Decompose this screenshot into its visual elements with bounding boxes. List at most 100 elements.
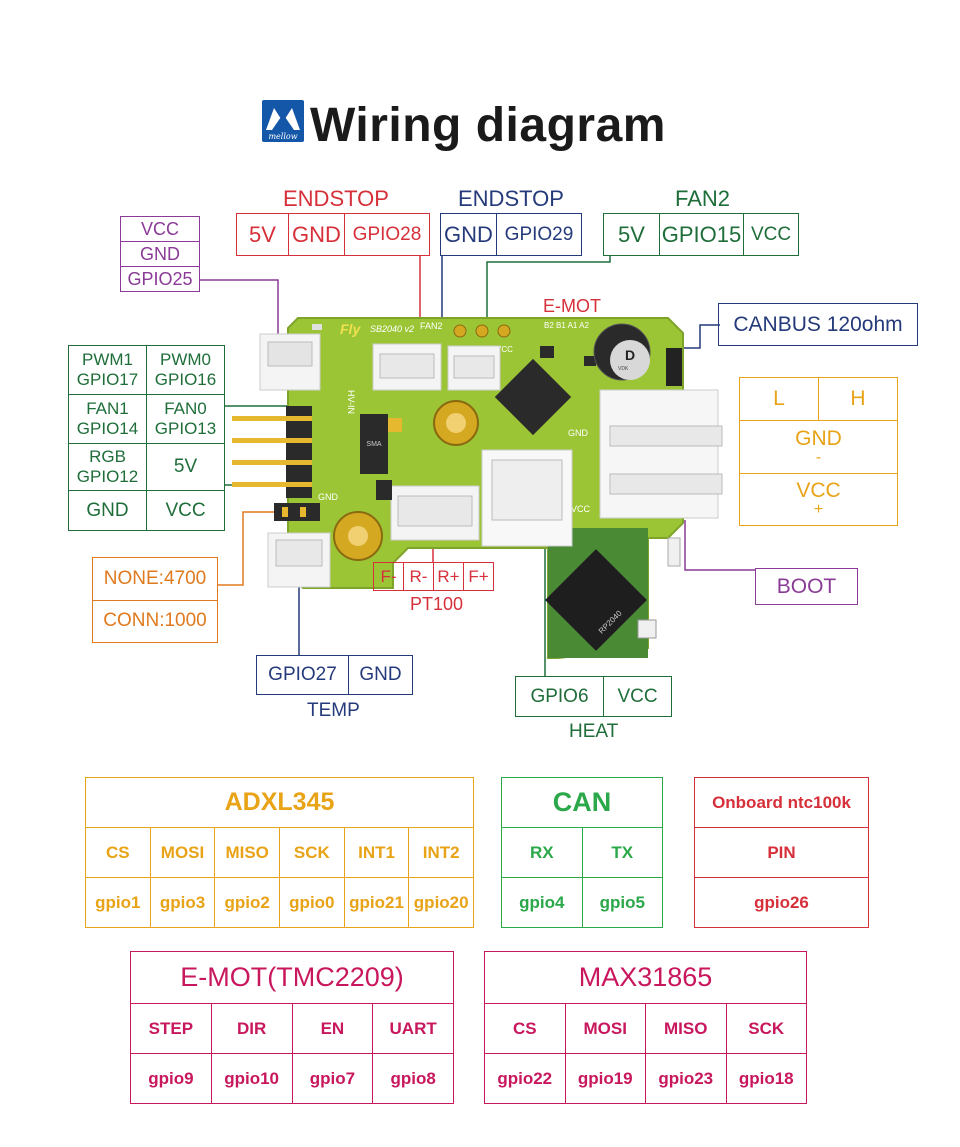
can-value-rx: gpio4 bbox=[502, 878, 583, 927]
adxl345-title: ADXL345 bbox=[86, 778, 473, 828]
can-terminal-vcc-cell: VCC + bbox=[740, 474, 897, 526]
adxl345-value-row: gpio1 gpio3 gpio2 gpio0 gpio21 gpio20 bbox=[86, 878, 473, 927]
grid-fan0-gpio13: FAN0 GPIO13 bbox=[154, 399, 217, 438]
pcb-jumper bbox=[274, 503, 320, 521]
adxl-value-mosi: gpio3 bbox=[151, 878, 216, 927]
pullup-none: NONE:4700 bbox=[93, 558, 217, 601]
canbus-label: CANBUS 120ohm bbox=[718, 303, 918, 346]
pcb-cap-text: D bbox=[625, 347, 635, 363]
ntc-value-pin: gpio26 bbox=[754, 892, 809, 912]
heat-box: GPIO6 VCC bbox=[515, 676, 672, 717]
can-title: CAN bbox=[502, 778, 662, 828]
endstop-blue-box: GND GPIO29 bbox=[440, 213, 582, 256]
pcb-sma-text: SMA bbox=[366, 441, 382, 448]
pcb-cap-subtext: VDK bbox=[618, 366, 629, 372]
emot-header-dir: DIR bbox=[212, 1004, 293, 1053]
can-value-tx: gpio5 bbox=[599, 892, 645, 912]
can-header-rx: RX bbox=[502, 828, 583, 877]
fan2-title: FAN2 bbox=[675, 186, 731, 211]
endstop-blue-gnd: GND bbox=[441, 214, 497, 255]
emot-value-row: gpio9 gpio10 gpio7 gpio8 bbox=[131, 1054, 453, 1103]
heat-vcc: VCC bbox=[617, 685, 658, 707]
page-title: Wiring diagram bbox=[310, 99, 666, 152]
heat-label: HEAT bbox=[569, 721, 619, 742]
pt100-r-minus: R- bbox=[404, 563, 434, 590]
ntc-title: Onboard ntc100k bbox=[695, 778, 868, 828]
max31865-value-row: gpio22 gpio19 gpio23 gpio18 bbox=[485, 1054, 806, 1103]
can-header-tx: TX bbox=[611, 842, 634, 862]
emot-header-uart: UART bbox=[389, 1018, 437, 1038]
left-pin-grid: PWM1 GPIO17 PWM0 GPIO16 FAN1 GPIO14 FAN0… bbox=[68, 345, 225, 531]
logo-text: mellow bbox=[268, 132, 297, 141]
boot-label: BOOT bbox=[755, 568, 858, 605]
endstop-red-gpio28: GPIO28 bbox=[352, 223, 422, 245]
pcb-fan2-pad bbox=[453, 324, 467, 338]
pcb-board-illustration: Fly SB2040 v2 FAN2 VCC B2 B1 A1 A2 HV-IN… bbox=[232, 317, 723, 659]
can-terminal-minus: - bbox=[815, 448, 822, 466]
can-terminal-vcc: VCC bbox=[796, 479, 841, 503]
max31865-table: MAX31865 CS MOSI MISO SCK gpio22 gpio19 … bbox=[484, 951, 807, 1104]
grid-rgb-gpio12: RGB GPIO12 bbox=[69, 444, 147, 490]
emot-value-dir: gpio10 bbox=[212, 1054, 293, 1103]
ntc-value-row: gpio26 bbox=[695, 878, 868, 927]
can-terminal-gnd-cell: GND - bbox=[740, 421, 897, 474]
adxl-value-int2: gpio20 bbox=[413, 892, 469, 912]
adxl-value-miso: gpio2 bbox=[215, 878, 281, 927]
max-value-miso: gpio23 bbox=[646, 1054, 727, 1103]
adxl345-header-row: CS MOSI MISO SCK INT1 INT2 bbox=[86, 828, 473, 878]
pcb-sma-chip bbox=[360, 414, 388, 474]
endstop-red-box: 5V GND GPIO28 bbox=[236, 213, 430, 256]
endstop-red-title: ENDSTOP bbox=[283, 186, 389, 211]
pcb-hvin-text: HV-IN bbox=[346, 390, 356, 414]
max-header-miso: MISO bbox=[646, 1004, 727, 1053]
ntc-header-row: PIN bbox=[695, 828, 868, 878]
max31865-header-row: CS MOSI MISO SCK bbox=[485, 1004, 806, 1054]
endstop-red-gnd: GND bbox=[289, 214, 345, 255]
pcb-driver-chip bbox=[494, 358, 572, 436]
can-table: CAN RX TX gpio4 gpio5 bbox=[501, 777, 663, 928]
temp-label: TEMP bbox=[307, 700, 360, 721]
max31865-title: MAX31865 bbox=[485, 952, 806, 1004]
pt100-f-plus: F+ bbox=[468, 566, 489, 586]
pcb-vcc2-text: VCC bbox=[571, 504, 591, 514]
emot-header-step: STEP bbox=[131, 1004, 212, 1053]
pcb-emot-pins-text: B2 B1 A1 A2 bbox=[544, 321, 589, 330]
ntc-table: Onboard ntc100k PIN gpio26 bbox=[694, 777, 869, 928]
can-terminal-box: L H GND - VCC + bbox=[739, 377, 898, 526]
endstop-blue-title: ENDSTOP bbox=[458, 186, 564, 211]
emot-value-step: gpio9 bbox=[131, 1054, 212, 1103]
pcb-model-text: SB2040 v2 bbox=[370, 324, 414, 334]
emot-value-uart: gpio8 bbox=[390, 1068, 436, 1088]
can-terminal-plus: + bbox=[813, 501, 824, 519]
can-terminal-h: H bbox=[850, 387, 866, 410]
pullup-box: NONE:4700 CONN:1000 bbox=[92, 557, 218, 643]
adxl-value-sck: gpio0 bbox=[280, 878, 345, 927]
can-terminal-gnd: GND bbox=[795, 426, 842, 450]
adxl-header-cs: CS bbox=[86, 828, 151, 877]
pcb-can-jumper bbox=[666, 348, 682, 386]
pcb-brand-text: Fly bbox=[340, 321, 361, 337]
pcb-fan2-text: FAN2 bbox=[420, 321, 443, 331]
pcb-gnd2-text: GND bbox=[568, 428, 589, 438]
grid-vcc: VCC bbox=[165, 499, 206, 521]
max-header-cs: CS bbox=[485, 1004, 566, 1053]
emot-title: E-MOT(TMC2209) bbox=[131, 952, 453, 1004]
temp-box: GPIO27 GND bbox=[256, 655, 413, 695]
emot-header-en: EN bbox=[293, 1004, 374, 1053]
fan2-box: 5V GPIO15 VCC bbox=[603, 213, 799, 256]
stack-gpio25: GPIO25 bbox=[127, 268, 193, 289]
emot-table: E-MOT(TMC2209) STEP DIR EN UART gpio9 gp… bbox=[130, 951, 454, 1104]
adxl-header-sck: SCK bbox=[280, 828, 345, 877]
adxl-header-int1: INT1 bbox=[345, 828, 410, 877]
max-value-mosi: gpio19 bbox=[566, 1054, 646, 1103]
pcb-vcc-text: VCC bbox=[496, 345, 513, 354]
grid-fan1-gpio14: FAN1 GPIO14 bbox=[69, 395, 147, 443]
endstop-blue-gpio29: GPIO29 bbox=[504, 223, 574, 245]
adxl-value-cs: gpio1 bbox=[86, 878, 151, 927]
gpio25-stack: VCC GND GPIO25 bbox=[120, 216, 200, 292]
mellow-logo-icon: mellow bbox=[262, 100, 304, 142]
max-header-mosi: MOSI bbox=[566, 1004, 646, 1053]
ntc-header-pin: PIN bbox=[767, 842, 796, 862]
adxl-header-int2: INT2 bbox=[422, 842, 460, 862]
max-value-sck: gpio18 bbox=[738, 1068, 794, 1088]
